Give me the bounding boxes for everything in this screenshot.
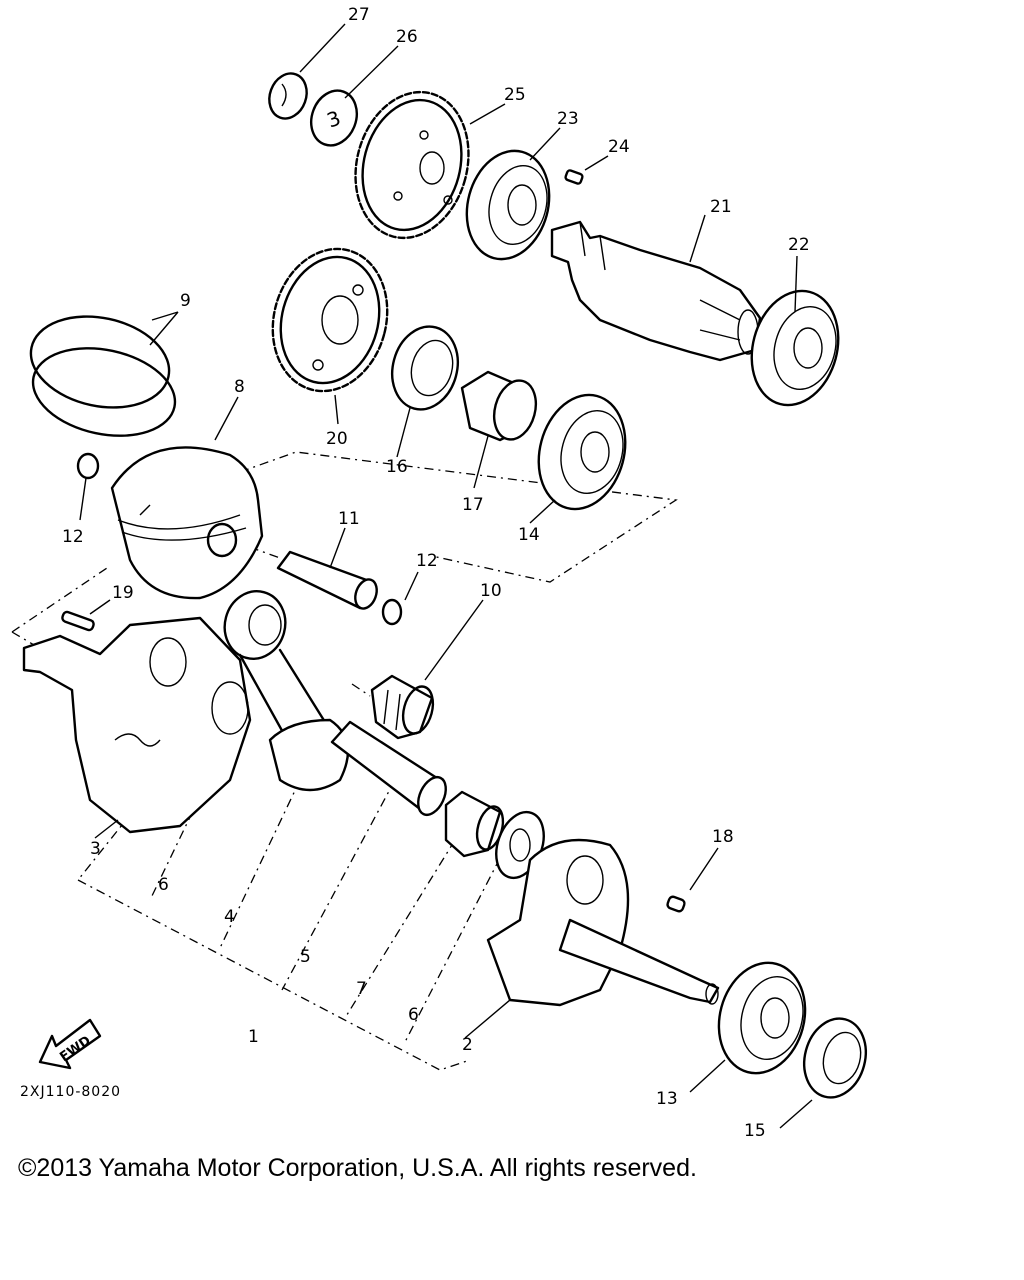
part-12-circlip-right	[381, 598, 403, 626]
part-11-piston-pin	[276, 550, 378, 610]
copyright-notice: ©2013 Yamaha Motor Corporation, U.S.A. A…	[18, 1154, 697, 1182]
callout-14: 14	[518, 525, 540, 545]
part-27-nut	[268, 72, 308, 120]
callout-18: 18	[712, 827, 734, 847]
part-24-key	[564, 169, 584, 185]
part-23-bearing	[465, 149, 551, 261]
callout-19: 19	[112, 583, 134, 603]
callout-21: 21	[710, 197, 732, 217]
part-4-connecting-rod	[223, 590, 350, 792]
part-20-drive-gear	[271, 247, 389, 393]
callout-13: 13	[656, 1089, 678, 1109]
callout-2: 2	[462, 1035, 473, 1055]
part-3-crank-left	[22, 616, 252, 834]
callout-16: 16	[386, 457, 408, 477]
drawing-code: 2XJ110-8020	[20, 1084, 121, 1100]
part-14-bearing	[537, 393, 627, 511]
part-9-piston-rings	[29, 315, 177, 437]
callout-12-left: 12	[62, 527, 84, 547]
part-2-crank-right	[486, 838, 720, 1007]
callout-20: 20	[326, 429, 348, 449]
part-25-balancer-gear	[354, 90, 470, 240]
callout-3: 3	[90, 839, 101, 859]
callout-9: 9	[180, 291, 191, 311]
callout-5: 5	[300, 947, 311, 967]
part-16-oil-seal	[391, 325, 459, 411]
callout-24: 24	[608, 137, 630, 157]
callout-17: 17	[462, 495, 484, 515]
callout-22: 22	[788, 235, 810, 255]
callout-7: 7	[356, 979, 367, 999]
callout-6-left: 6	[158, 875, 169, 895]
leader-lines	[79, 23, 813, 1129]
callout-26: 26	[396, 27, 418, 47]
callout-1: 1	[248, 1027, 259, 1047]
part-10-needle-bearing	[370, 674, 435, 740]
part-18-key	[666, 895, 686, 913]
part-26-lock-washer: 3	[310, 89, 358, 147]
callout-23: 23	[557, 109, 579, 129]
callout-8: 8	[234, 377, 245, 397]
part-19-key	[61, 610, 95, 632]
callout-27: 27	[348, 5, 370, 25]
callout-25: 25	[504, 85, 526, 105]
part-13-bearing	[717, 961, 807, 1075]
callout-15: 15	[744, 1121, 766, 1140]
part-15-oil-seal	[803, 1017, 867, 1099]
part-12-circlip-left	[76, 452, 100, 480]
fwd-arrow-icon: FWD	[38, 1018, 102, 1070]
part-22-bearing	[750, 289, 840, 407]
part-21-balancer-shaft	[550, 220, 762, 362]
callout-11: 11	[338, 509, 360, 529]
callout-10: 10	[480, 581, 502, 601]
part-8-piston	[110, 446, 264, 600]
callout-12-right: 12	[416, 551, 438, 571]
part-5-crank-pin	[330, 720, 447, 817]
callout-4: 4	[224, 907, 235, 927]
part-17-spacer	[460, 370, 538, 442]
callout-labels: 27 26 25 23 24 21 22 9 8 20 16 17 14 12 …	[62, 5, 810, 1140]
callout-6-right: 6	[408, 1005, 419, 1025]
exploded-parts-diagram: 3	[11, 5, 867, 1140]
